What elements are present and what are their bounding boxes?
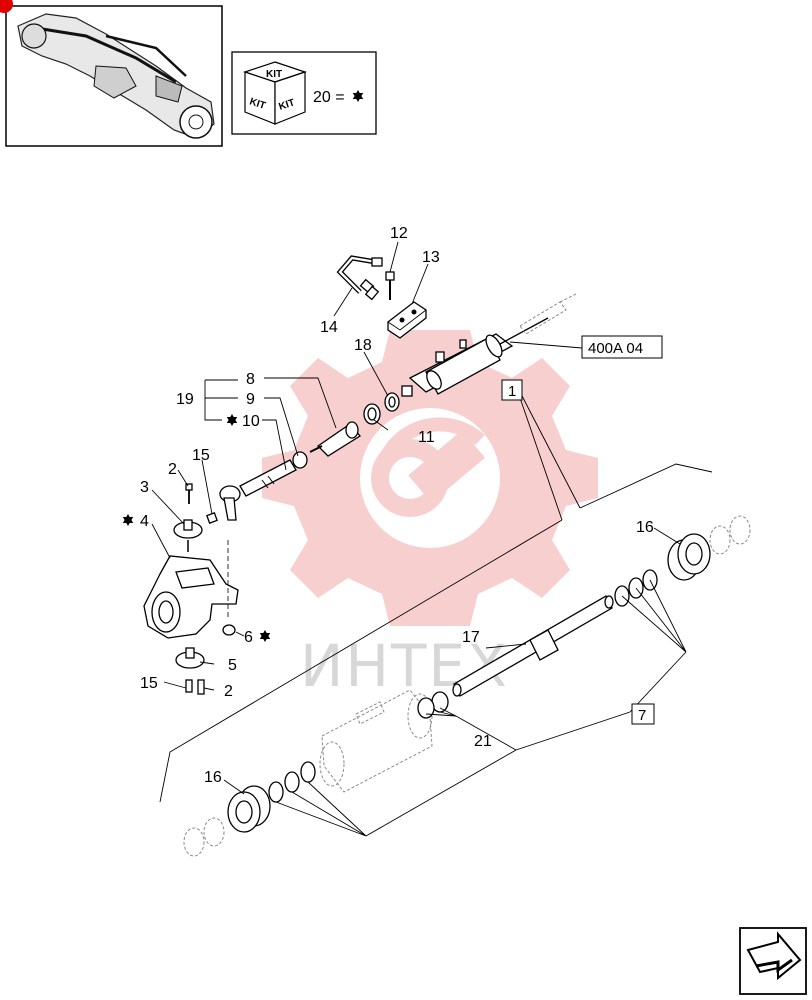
collar-part-9	[292, 451, 308, 469]
callout-3: 3	[140, 479, 149, 496]
callout-2-lower: 2	[224, 683, 233, 700]
seal-pack-part-16-lower	[183, 785, 271, 857]
cylinder-barrel-ghost	[319, 689, 433, 793]
bolt-part-2-upper	[185, 483, 193, 504]
star-icon-4	[122, 514, 134, 526]
pipe-part-14	[336, 255, 383, 301]
callout-12: 12	[390, 225, 408, 242]
callout-17: 17	[462, 629, 480, 646]
nut-part-6	[222, 624, 236, 636]
callout-15-lower: 15	[140, 675, 158, 692]
ref-box-400a04: 400A 04	[581, 335, 663, 359]
seal-pack-part-16-upper	[667, 515, 751, 581]
kit-legend-text: 20 =	[313, 89, 345, 106]
callout-10: 10	[242, 413, 260, 430]
seal-part-18	[384, 392, 400, 412]
callout-4: 4	[140, 513, 149, 530]
callout-18: 18	[354, 337, 372, 354]
ref-7-text: 7	[638, 707, 646, 724]
callout-15-upper: 15	[192, 447, 210, 464]
callout-16-lower: 16	[204, 769, 222, 786]
callout-21: 21	[474, 733, 492, 750]
grease-nipple-15-upper	[206, 512, 218, 524]
ref-box-7: 7	[631, 703, 655, 725]
callout-13: 13	[422, 249, 440, 266]
knuckle-housing-part-4	[143, 540, 239, 639]
lower-fasteners-15-2	[185, 679, 205, 695]
leader-lines	[151, 241, 687, 837]
callout-2-upper: 2	[168, 461, 177, 478]
callout-19: 19	[176, 391, 194, 408]
screw-part-12	[385, 271, 395, 300]
star-icon-6	[259, 630, 271, 642]
kit-cube-icon	[243, 61, 307, 125]
callout-14: 14	[320, 319, 338, 336]
pivot-plate-part-3	[173, 519, 203, 552]
callout-16-upper: 16	[636, 519, 654, 536]
tie-rod-joint-8	[309, 421, 361, 457]
kit-legend-box: KIT KIT KIT 20 =	[231, 51, 377, 135]
steering-cylinder-upper	[401, 293, 577, 397]
kit-label-right: KIT	[278, 97, 297, 112]
tie-rod-part-10	[219, 459, 297, 521]
ref-400a04-text: 400A 04	[588, 340, 643, 357]
pivot-plate-part-5	[175, 647, 205, 669]
callout-5: 5	[228, 657, 237, 674]
watermark-logo	[262, 330, 598, 626]
ring-part-11	[363, 403, 381, 425]
axle-overview-thumbnail	[0, 0, 223, 147]
kit-label-left: KIT	[248, 96, 267, 111]
callout-11: 11	[418, 429, 435, 446]
star-icon-10	[226, 414, 238, 426]
ref-1-text: 1	[508, 383, 516, 400]
piston-rod-part-17	[452, 595, 614, 697]
kit-label-top: KIT	[266, 69, 282, 80]
callout-8: 8	[246, 371, 255, 388]
callout-labels: 12 13 14 18 8 9 19 10 11 2 15 3 4 16 17 …	[122, 225, 654, 786]
callout-9: 9	[246, 391, 255, 408]
ref-box-1: 1	[501, 379, 523, 401]
callout-6: 6	[244, 629, 253, 646]
bracket-part-13	[387, 301, 427, 339]
next-page-arrow-icon[interactable]	[739, 927, 807, 995]
group-outline-lines	[159, 391, 713, 803]
